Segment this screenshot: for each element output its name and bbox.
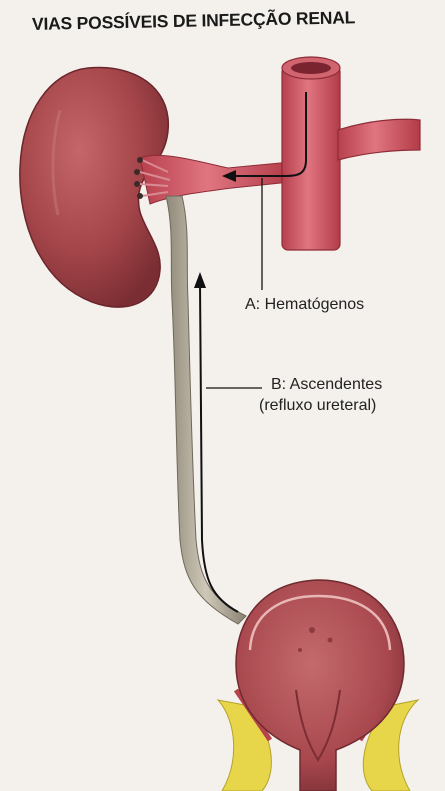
label-ascending: B: Ascendentes	[271, 375, 382, 395]
label-hematogenous: A: Hematógenos	[245, 295, 364, 315]
renal-vessels	[134, 155, 290, 204]
ureter	[166, 196, 246, 624]
label-ureteral-reflux: (refluxo ureteral)	[259, 396, 376, 416]
great-vessel	[282, 57, 420, 250]
bladder	[218, 580, 418, 791]
arrow-ascending	[194, 272, 238, 612]
